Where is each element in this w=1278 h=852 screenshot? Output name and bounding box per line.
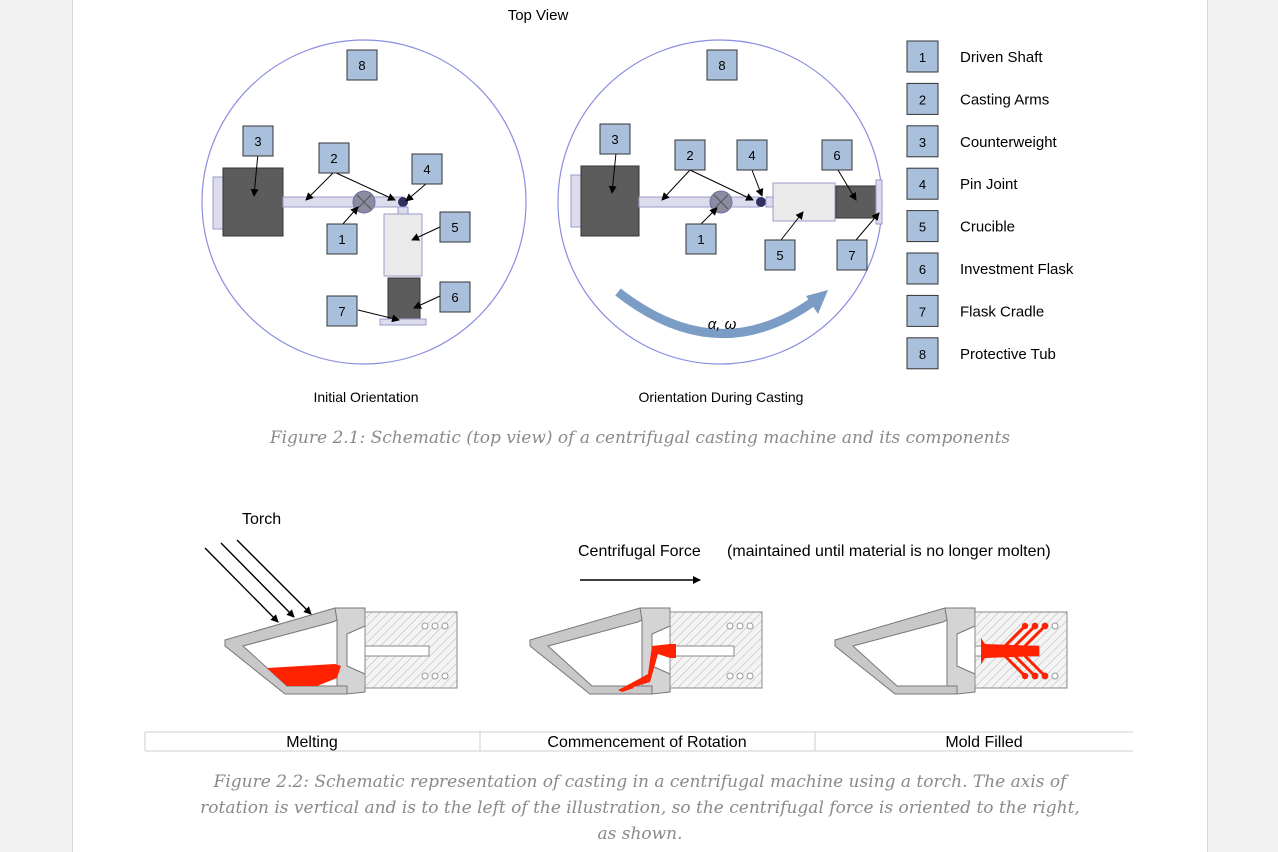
flask-cradle: [875, 179, 883, 225]
legend-text: Driven Shaft: [960, 49, 1043, 66]
legend-item: 3 Counterweight: [906, 125, 1058, 158]
svg-text:6: 6: [451, 290, 458, 305]
counterweight-cap: [212, 176, 225, 230]
callout-box-3: 3: [599, 123, 631, 155]
legend-item: 2 Casting Arms: [906, 82, 1049, 115]
legend-item: 4 Pin Joint: [906, 167, 1018, 200]
callout-box-6: 6: [439, 281, 471, 313]
callout-box-4: 4: [411, 153, 443, 185]
legend-item: 7 Flask Cradle: [906, 294, 1044, 327]
caption-line: Figure 2.2: Schematic representation of …: [213, 772, 1067, 792]
legend-item: 5 Crucible: [906, 210, 1015, 243]
svg-text:4: 4: [748, 148, 755, 163]
callout-box-8: 8: [706, 49, 738, 81]
svg-text:5: 5: [451, 220, 458, 235]
figure-2-2-caption: Figure 2.2: Schematic representation of …: [150, 769, 1130, 847]
legend-number: 6: [919, 262, 926, 277]
casting-arm: [638, 196, 760, 208]
callout-box-1: 1: [326, 223, 358, 255]
legend-text: Crucible: [960, 219, 1015, 236]
stage-rotation-illustration: [529, 607, 763, 695]
svg-text:7: 7: [848, 248, 855, 263]
casting-orientation-diagram: 8 3 2 4 6 1 5 7: [557, 39, 883, 365]
legend-number: 7: [919, 304, 926, 319]
initial-orientation-label: Initial Orientation: [313, 389, 418, 405]
callout-box-5: 5: [439, 211, 471, 243]
legend-number: 8: [919, 347, 926, 362]
callout-box-2: 2: [318, 142, 350, 174]
legend-text: Casting Arms: [960, 91, 1049, 108]
svg-text:2: 2: [686, 148, 693, 163]
svg-text:1: 1: [338, 232, 345, 247]
legend-item: 6 Investment Flask: [906, 252, 1074, 285]
counterweight: [222, 167, 284, 237]
caption-line: as shown.: [597, 824, 683, 844]
figure-2-1-caption: Figure 2.1: Schematic (top view) of a ce…: [269, 428, 1011, 448]
casting-arm: [282, 196, 404, 208]
callout-box-5: 5: [764, 239, 796, 271]
rotation-arrow: [615, 288, 821, 338]
centrifugal-force-label: Centrifugal Force: [578, 543, 701, 560]
callout-box-7: 7: [836, 239, 868, 271]
legend-text: Investment Flask: [960, 261, 1074, 278]
svg-text:1: 1: [697, 232, 704, 247]
top-view-label: Top View: [508, 7, 569, 24]
stage-filled-illustration: [834, 607, 1068, 695]
legend-text: Flask Cradle: [960, 303, 1044, 320]
crucible: [772, 182, 836, 222]
legend-number: 3: [919, 135, 926, 150]
caption-line: rotation is vertical and is to the left …: [200, 798, 1080, 818]
callout-box-4: 4: [736, 139, 768, 171]
investment-flask: [835, 185, 879, 219]
investment-flask: [387, 277, 421, 321]
legend-number: 1: [919, 50, 926, 65]
svg-text:8: 8: [718, 58, 725, 73]
callout-box-3: 3: [242, 125, 274, 157]
legend-text: Pin Joint: [960, 176, 1018, 193]
initial-orientation-diagram: 8 3 2 4 1 5 6 7: [201, 39, 527, 365]
svg-text:5: 5: [776, 248, 783, 263]
legend-text: Protective Tub: [960, 346, 1056, 363]
legend-number: 2: [919, 92, 926, 107]
torch-rays: [204, 539, 312, 623]
component-legend: 1 Driven Shaft 2 Casting Arms 3 Counterweight…: [906, 40, 1074, 370]
stage-label-filled: Mold Filled: [945, 734, 1022, 751]
pin-joint: [398, 197, 408, 207]
crucible: [383, 213, 423, 277]
callout-box-2: 2: [674, 139, 706, 171]
svg-text:7: 7: [338, 304, 345, 319]
callout-box-8: 8: [346, 49, 378, 81]
molten-metal: [626, 644, 676, 688]
rotation-label: α, ω: [708, 316, 737, 333]
centrifugal-force-note: (maintained until material is no longer …: [727, 543, 1051, 560]
legend-number: 4: [919, 177, 926, 192]
svg-text:3: 3: [254, 134, 261, 149]
legend-text: Counterweight: [960, 134, 1058, 151]
callout-box-6: 6: [821, 139, 853, 171]
callout-box-1: 1: [685, 223, 717, 255]
legend-item: 8 Protective Tub: [906, 337, 1056, 370]
svg-text:4: 4: [423, 162, 430, 177]
stage-label-melting: Melting: [286, 734, 338, 751]
flask-cradle: [379, 318, 427, 326]
svg-text:2: 2: [330, 151, 337, 166]
stage-label-table: Melting Commencement of Rotation Mold Fi…: [144, 731, 1133, 752]
stage-melting-illustration: [224, 607, 458, 695]
legend-item: 1 Driven Shaft: [906, 40, 1043, 73]
torch-label: Torch: [242, 511, 281, 528]
molten-metal: [267, 664, 341, 686]
callout-box-7: 7: [326, 295, 358, 327]
legend-number: 5: [919, 220, 926, 235]
svg-text:8: 8: [358, 58, 365, 73]
svg-text:3: 3: [611, 132, 618, 147]
pin-joint: [756, 197, 766, 207]
counterweight: [580, 165, 640, 237]
molten-metal: [981, 638, 1039, 664]
casting-orientation-label: Orientation During Casting: [639, 389, 804, 405]
stage-label-rotation: Commencement of Rotation: [547, 734, 746, 751]
svg-text:6: 6: [833, 148, 840, 163]
